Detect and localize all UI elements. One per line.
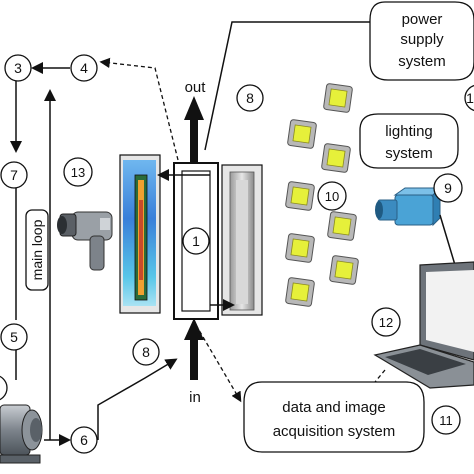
svg-text:3: 3 (14, 60, 22, 76)
svg-text:1: 1 (192, 233, 200, 249)
marker-12: 12 (371, 307, 401, 337)
marker-1: 1 (182, 227, 210, 255)
power-supply-box (369, 1, 474, 81)
ir-camera (57, 211, 113, 271)
svg-text:6: 6 (80, 432, 88, 448)
pump (0, 404, 43, 464)
svg-text:10: 10 (325, 189, 339, 204)
marker-7: 7 (0, 161, 28, 189)
svg-text:11: 11 (439, 413, 453, 428)
in-label: in (189, 389, 201, 406)
marker-clipped-left: 2 (0, 375, 8, 401)
marker-5: 5 (0, 323, 28, 351)
led-chip (285, 181, 315, 211)
main-loop-label: main loop (29, 219, 45, 280)
svg-text:12: 12 (379, 315, 393, 330)
led-chip (329, 255, 359, 285)
led-chip (321, 143, 351, 173)
flow-loop-lines (10, 21, 380, 446)
flow-in-arrow (184, 318, 204, 380)
marker-clipped-right: 1 (464, 84, 474, 112)
main-loop-box (25, 209, 49, 291)
led-chip (323, 83, 353, 113)
power-line-1: power (402, 11, 443, 28)
marker-group: 3 4 7 5 2 6 8 8 1 13 10 9 12 11 1 (0, 54, 474, 454)
marker-11: 11 (431, 405, 461, 435)
lighting-line-2: system (385, 145, 433, 162)
svg-text:5: 5 (10, 329, 18, 345)
svg-text:1: 1 (466, 90, 474, 106)
svg-text:9: 9 (444, 180, 452, 196)
glass-window-right (221, 164, 263, 316)
svg-text:13: 13 (71, 165, 85, 180)
led-chip (285, 277, 315, 307)
laptop (373, 261, 474, 389)
marker-3: 3 (4, 54, 32, 82)
svg-text:8: 8 (246, 90, 254, 106)
power-line-2: supply (400, 31, 444, 48)
led-array (285, 83, 359, 307)
led-chip (285, 233, 315, 263)
daq-line-1: data and image (282, 399, 385, 416)
marker-6: 6 (70, 426, 98, 454)
flow-out-arrow (184, 96, 204, 163)
power-line-3: system (398, 53, 446, 70)
marker-13: 13 (63, 157, 93, 187)
ccd-camera (375, 186, 442, 227)
lighting-box (359, 113, 459, 169)
out-label: out (185, 79, 207, 96)
lighting-line-1: lighting (385, 123, 433, 140)
marker-10: 10 (317, 181, 347, 211)
marker-8-top: 8 (236, 84, 264, 112)
ir-window-left (119, 154, 161, 314)
marker-9: 9 (433, 173, 463, 203)
svg-text:4: 4 (80, 60, 88, 76)
daq-box (243, 381, 425, 453)
led-chip (327, 211, 357, 241)
marker-4: 4 (70, 54, 98, 82)
daq-line-2: acquisition system (273, 423, 396, 440)
svg-text:7: 7 (10, 167, 18, 183)
led-chip (287, 119, 317, 149)
svg-text:8: 8 (142, 344, 150, 360)
marker-8-bottom: 8 (132, 338, 160, 366)
